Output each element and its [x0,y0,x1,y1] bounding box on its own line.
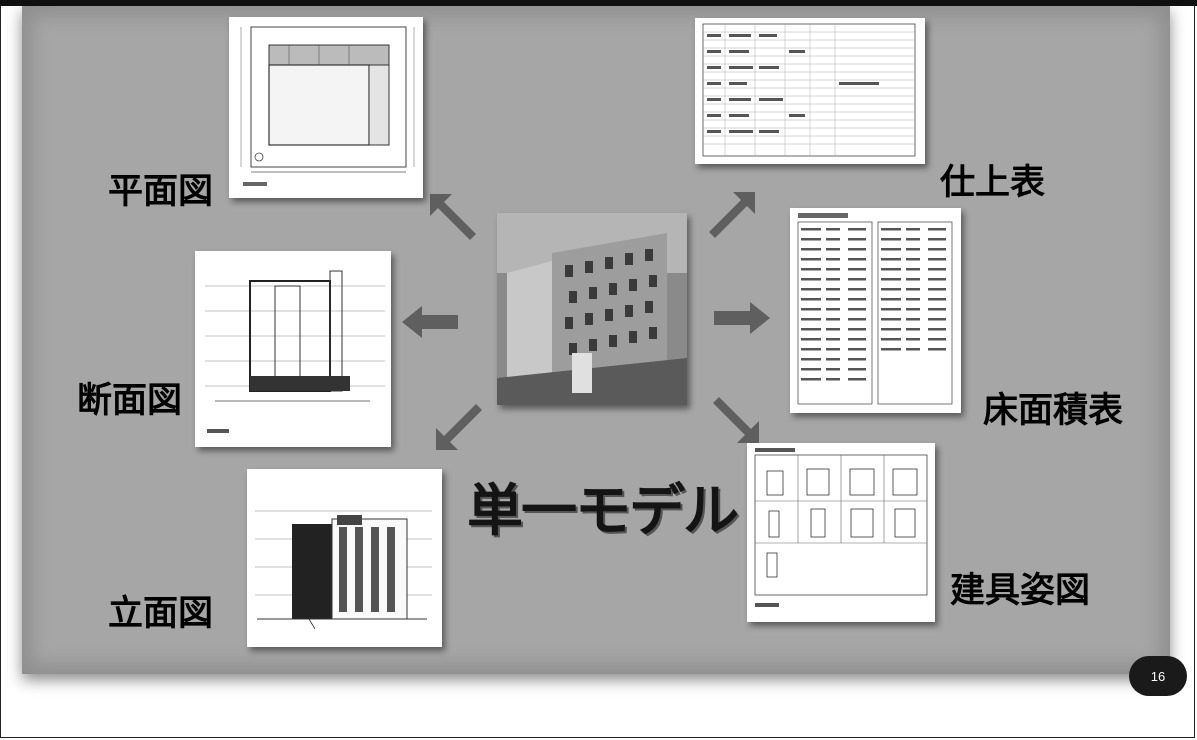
building-render [497,213,687,405]
finish-schedule-table [702,23,916,157]
door-window-thumbnail [747,443,935,622]
section-drawing [205,270,385,433]
section-thumbnail [195,251,391,447]
top-bar [0,0,1197,6]
label-section: 断面図 [77,381,183,421]
label-finish-schedule: 仕上表 [940,163,1046,203]
label-door-window-elevation: 建具姿図 [950,571,1091,611]
building-photo [497,213,687,405]
center-title: 単一モデル [467,479,739,544]
elevation-drawing [255,510,432,630]
arrow-to-door-window-icon [713,397,759,443]
label-plan: 平面図 [108,172,214,212]
label-floor-area-table: 床面積表 [983,391,1124,431]
floor-plan-drawing [240,26,415,186]
label-elevation: 立面図 [108,594,214,634]
door-window-drawing [754,448,928,607]
floor-area-table [797,213,953,405]
floor-area-table-thumbnail [790,208,961,413]
arrow-to-plan-icon [430,194,476,240]
arrow-to-floor-area-table-icon [714,302,770,334]
elevation-thumbnail [247,469,442,647]
arrow-to-section-icon [402,306,458,338]
page-number-badge: 16 [1129,656,1187,696]
arrow-to-finish-schedule-icon [709,192,755,238]
arrow-to-elevation-icon [436,404,482,450]
finish-schedule-thumbnail [695,18,925,164]
floor-plan-thumbnail [229,17,423,198]
